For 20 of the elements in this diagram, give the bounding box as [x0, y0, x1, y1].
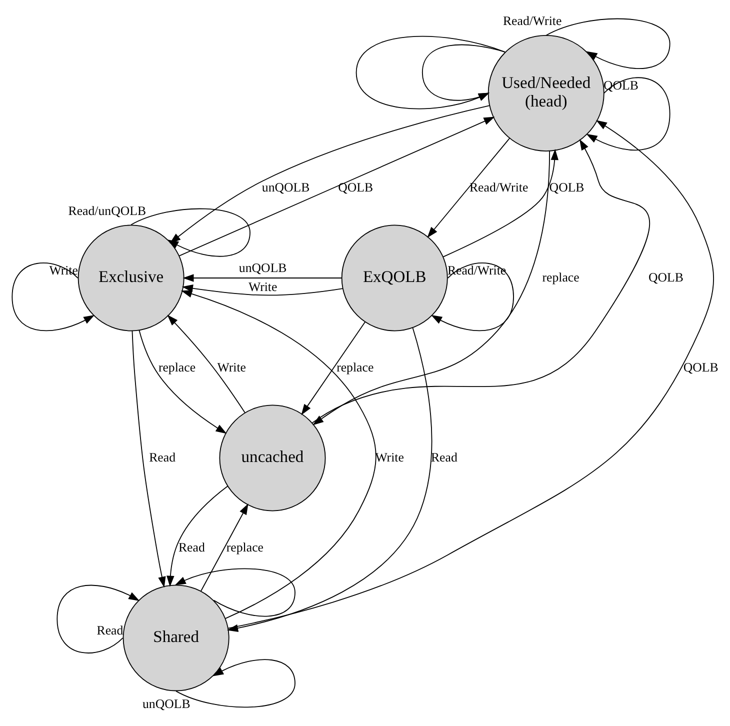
- edge-label: Read: [149, 450, 176, 464]
- edge-label: Read/Write: [469, 180, 528, 194]
- edge-label: replace: [336, 360, 374, 374]
- edge-label: replace: [226, 540, 264, 554]
- edge-label: unQOLB: [262, 180, 310, 194]
- edge-label: Read: [96, 623, 124, 638]
- edge-label: Read: [431, 450, 458, 464]
- edge-label: QOLB: [338, 180, 374, 194]
- edge-label: QOLB: [549, 180, 584, 194]
- edge-label: Read/Write: [502, 14, 562, 28]
- edge-label: QOLB: [683, 360, 718, 374]
- edge-label: unQOLB: [142, 696, 190, 711]
- edge-label: Read/unQOLB: [68, 204, 146, 218]
- edge-label: replace: [158, 360, 196, 374]
- edge-label: unQOLB: [238, 260, 287, 275]
- edge-label: Read: [178, 540, 205, 554]
- edge-label: Write: [217, 360, 246, 374]
- edge-label: QOLB: [648, 270, 684, 284]
- edge-label: replace: [542, 270, 580, 284]
- edge-label: Write: [248, 280, 278, 294]
